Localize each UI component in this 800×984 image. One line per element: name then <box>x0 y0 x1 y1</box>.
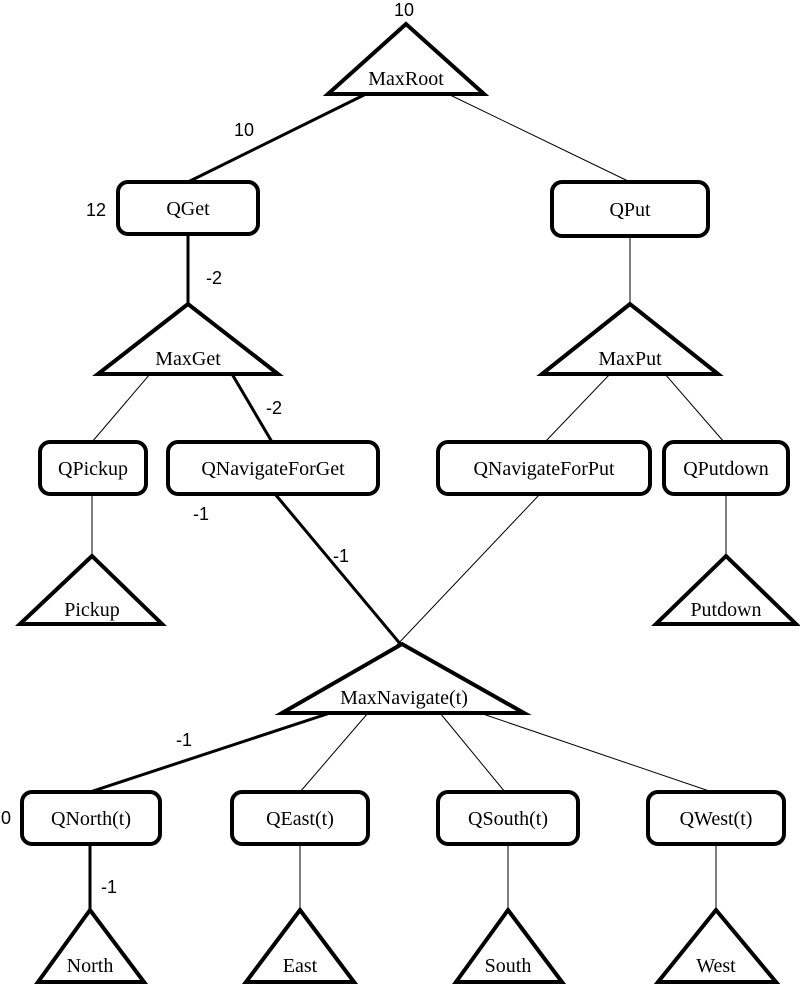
node-label-maxroot: MaxRoot <box>368 68 444 90</box>
edge-maxget-qnavigateforget <box>230 373 274 443</box>
node-label-qputdown: QPutdown <box>683 458 769 480</box>
q-node-qpickup: QPickup <box>38 440 148 496</box>
value-maxget-to-qnavigateforget: -2 <box>266 398 282 418</box>
node-label-qsouth: QSouth(t) <box>468 808 548 830</box>
edge-qnavigateforput-maxnavigate <box>395 493 541 647</box>
q-node-qwest: QWest(t) <box>646 790 786 846</box>
primitive-node-putdown: Putdown <box>651 553 800 626</box>
value-qnorth-to-north: -1 <box>101 877 117 897</box>
node-label-maxput: MaxPut <box>598 348 662 370</box>
max-node-maxput: MaxPut <box>536 301 724 376</box>
edge-maxroot-qget <box>187 92 367 184</box>
node-label-putdown: Putdown <box>690 599 761 621</box>
node-label-qwest: QWest(t) <box>680 808 753 830</box>
max-node-maxroot: MaxRoot <box>322 21 490 96</box>
node-label-maxget: MaxGet <box>155 348 221 370</box>
primitive-node-east: East <box>242 906 358 984</box>
node-label-pickup: Pickup <box>64 599 120 621</box>
max-node-maxget: MaxGet <box>92 301 284 376</box>
edge-maxput-qputdown <box>664 373 725 443</box>
q-node-qputdown: QPutdown <box>662 440 790 496</box>
node-label-maxnavigate: MaxNavigate(t) <box>340 687 468 709</box>
primitive-node-west: West <box>653 906 781 984</box>
value-qnavigateforget-to-maxnavigate: -1 <box>333 546 349 566</box>
q-node-qnorth: QNorth(t) <box>20 790 162 846</box>
edge-maxget-qpickup <box>91 373 151 443</box>
primitive-node-north: North <box>34 906 148 984</box>
q-node-qnavigateforget: QNavigateForGet <box>166 440 380 496</box>
value-qget-to-maxget: -2 <box>206 268 222 288</box>
edge-maxnavigate-qeast <box>299 712 369 793</box>
node-label-south: South <box>485 955 532 977</box>
edge-maxroot-qput <box>447 93 631 183</box>
node-label-qnavigateforget: QNavigateForGet <box>201 458 345 480</box>
edge-maxput-qnavigateforput <box>544 373 611 443</box>
value-maxroot: 10 <box>394 0 414 20</box>
node-label-qput: QPut <box>609 199 651 221</box>
node-label-qget: QGet <box>166 198 210 220</box>
value-qget: 12 <box>86 200 106 220</box>
value-root-to-qget: 10 <box>234 120 254 140</box>
primitive-node-pickup: Pickup <box>14 553 167 626</box>
q-node-qput: QPut <box>550 180 710 238</box>
edges <box>88 92 727 910</box>
q-node-qsouth: QSouth(t) <box>436 790 580 846</box>
value-qnavigateforget: -1 <box>193 504 209 524</box>
edge-maxnavigate-qsouth <box>439 712 506 793</box>
node-label-qnorth: QNorth(t) <box>51 808 131 830</box>
edge-maxnavigate-qnorth <box>89 711 331 794</box>
edge-maxnavigate-qwest <box>479 712 713 793</box>
value-annotations: 10 10 12 -2 -2 -1 -1 -1 0 -1 <box>1 0 414 897</box>
value-maxnavigate-to-qnorth: -1 <box>176 730 192 750</box>
primitive-node-south: South <box>452 906 566 984</box>
edge-qnavigateforget-maxnavigate <box>273 493 404 647</box>
node-label-qeast: QEast(t) <box>266 808 334 830</box>
node-label-west: West <box>696 955 736 977</box>
node-label-qnavigateforput: QNavigateForPut <box>473 458 615 480</box>
q-node-qeast: QEast(t) <box>230 790 370 846</box>
q-node-qnavigateforput: QNavigateForPut <box>436 440 652 496</box>
max-node-maxnavigate: MaxNavigate(t) <box>274 641 532 715</box>
node-label-north: North <box>67 955 114 977</box>
value-qnorth: 0 <box>1 808 11 828</box>
node-label-east: East <box>283 955 318 977</box>
node-label-qpickup: QPickup <box>58 458 128 480</box>
q-node-qget: QGet <box>116 180 260 236</box>
